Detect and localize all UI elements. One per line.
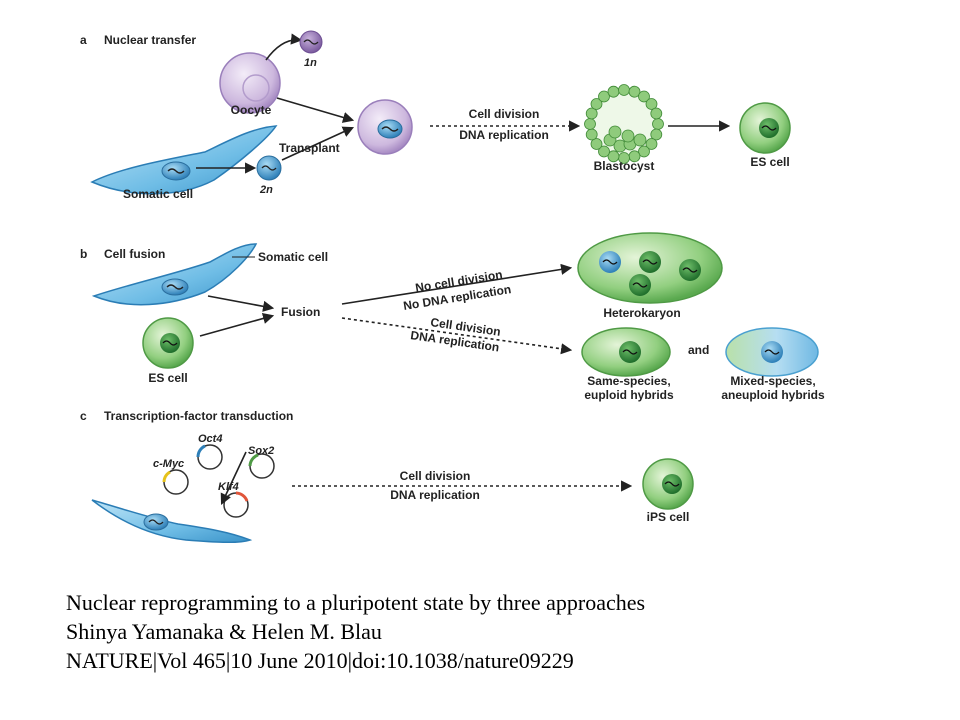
es-cell-b: [142, 317, 194, 369]
es-to-fusion-arrow: [199, 313, 275, 337]
haploid-label: 1n: [304, 57, 317, 69]
hybrid-arrow: [341, 317, 573, 355]
heterokaryon-label: Heterokaryon: [603, 306, 680, 320]
and-label: and: [688, 343, 709, 357]
same-species-label: Same-species,: [587, 374, 670, 388]
haploid-nucleus: [299, 30, 323, 54]
somatic-cell-c: [91, 499, 253, 544]
euploid-hybrid: [581, 327, 671, 377]
dna-replication-label-c: DNA replication: [390, 488, 480, 502]
c-myc-plasmid: [162, 469, 189, 495]
sox2-label: Sox2: [248, 445, 274, 457]
reconstructed-oocyte: [357, 99, 413, 155]
somatic-nucleus-a: [161, 161, 191, 181]
panel-letter-a: a: [80, 33, 87, 47]
caption-authors: Shinya Yamanaka & Helen M. Blau: [66, 619, 382, 644]
panel-title-nuclear-transfer: Nuclear transfer: [104, 33, 196, 47]
somatic-cell-label-a: Somatic cell: [123, 187, 193, 201]
transplant-arrow: [281, 126, 355, 161]
ips-cell-label: iPS cell: [647, 510, 690, 524]
ips-cell: [642, 458, 694, 510]
blastocyst: [584, 84, 664, 164]
oct4-plasmid: [196, 444, 223, 470]
mixed-species-label: Mixed-species,: [730, 374, 815, 388]
es-cell-label-a: ES cell: [750, 155, 789, 169]
panel-title-transduction: Transcription-factor transduction: [104, 409, 293, 423]
es-cell-a: [739, 102, 791, 154]
aneuploid-hybrid: [725, 327, 819, 377]
extraction-arrow: [265, 33, 303, 61]
oocyte-cell: [219, 52, 281, 114]
somatic-cell-label-b: Somatic cell: [258, 250, 328, 264]
euploid-hybrids-label: euploid hybrids: [584, 388, 674, 402]
caption-citation: NATURE|Vol 465|10 June 2010|doi:10.1038/…: [66, 648, 574, 673]
panel-b: b Cell fusion Somatic cell ES cell Fusio…: [80, 232, 825, 402]
oocyte-label: Oocyte: [231, 103, 272, 117]
panel-title-cell-fusion: Cell fusion: [104, 247, 165, 261]
aneuploid-hybrids-label: aneuploid hybrids: [721, 388, 825, 402]
panel-letter-c: c: [80, 409, 87, 423]
diploid-nucleus: [256, 155, 282, 181]
klf4-label: Klf4: [218, 481, 239, 493]
dna-replication-label-a: DNA replication: [459, 128, 549, 142]
somatic-nucleus-b: [161, 278, 189, 296]
oocyte-arrow: [276, 97, 355, 123]
blastocyst-label: Blastocyst: [594, 159, 655, 173]
panel-c: c Transcription-factor transduction Oct4…: [80, 409, 694, 544]
heterokaryon-arrow: [341, 263, 573, 305]
c-myc-label: c-Myc: [153, 458, 184, 470]
cell-division-label-c: Cell division: [400, 469, 471, 483]
fusion-label: Fusion: [281, 305, 320, 319]
caption-title: Nuclear reprogramming to a pluripotent s…: [66, 590, 646, 615]
klf4-plasmid: [223, 491, 249, 518]
heterokaryon: [577, 232, 723, 304]
es-cell-label-b: ES cell: [148, 371, 187, 385]
diploid-label: 2n: [259, 184, 273, 196]
somatic-cell-b: [91, 243, 258, 306]
transduction-arrow: [220, 451, 247, 506]
panel-letter-b: b: [80, 247, 87, 261]
sox2-plasmid: [248, 453, 275, 479]
somatic-nucleus-c: [143, 513, 169, 531]
panel-a: a Nuclear transfer Oocyte 1n Somatic cel…: [80, 30, 791, 201]
cell-division-label-a: Cell division: [469, 107, 540, 121]
figure-caption: Nuclear reprogramming to a pluripotent s…: [66, 588, 926, 675]
oct4-label: Oct4: [198, 433, 222, 445]
somatic-cell-a: [90, 125, 278, 195]
somatic-to-fusion-arrow: [207, 295, 275, 312]
